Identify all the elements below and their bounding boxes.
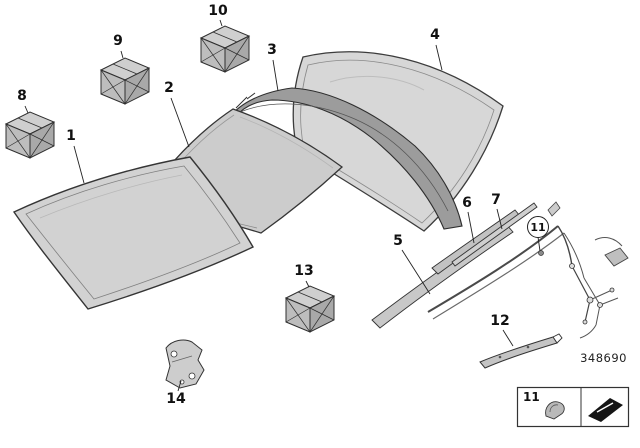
part-7-seal-strip[interactable] [451,202,538,267]
legend-box [516,386,630,428]
callout-13[interactable]: 13 [294,263,314,279]
callout-1[interactable]: 1 [66,128,76,144]
part-10-fitting-kit[interactable] [200,25,250,73]
callout-11[interactable]: 11 [527,216,549,238]
next-diagram-arrow-icon[interactable] [588,398,623,422]
legend-ref-label: 11 [523,390,540,404]
callout-9[interactable]: 9 [113,33,123,49]
clip-icon [545,401,565,420]
part-14-bracket[interactable] [165,339,205,389]
leader-lines [24,19,541,392]
callout-10[interactable]: 10 [208,3,228,19]
callout-8[interactable]: 8 [17,88,27,104]
callout-2[interactable]: 2 [164,80,174,96]
part-12-trim-strip[interactable] [479,333,563,369]
callout-6[interactable]: 6 [462,195,472,211]
callout-3[interactable]: 3 [267,42,277,58]
callout-7[interactable]: 7 [491,192,501,208]
part-1-front-roof-panel[interactable] [12,156,254,310]
part-roof-frame-mechanism[interactable] [427,201,629,339]
callout-12[interactable]: 12 [490,313,510,329]
callout-4[interactable]: 4 [430,27,440,43]
diagram-part-number: 348690 [580,351,627,365]
callout-14[interactable]: 14 [166,391,186,407]
part-13-fitting-kit[interactable] [285,285,335,333]
part-9-fitting-kit[interactable] [100,57,150,105]
part-3-rear-roof-section[interactable] [228,87,463,230]
part-8-fitting-kit[interactable] [5,111,55,159]
callout-5[interactable]: 5 [393,233,403,249]
